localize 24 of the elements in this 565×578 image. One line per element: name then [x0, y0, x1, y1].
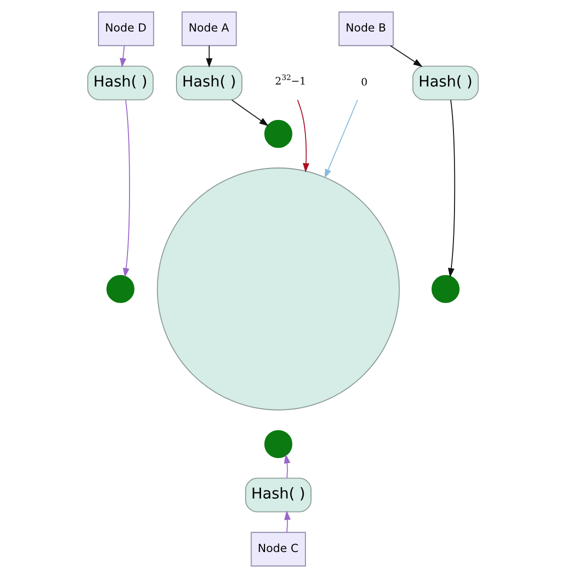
arrow: [283, 454, 290, 478]
node-circle: [431, 274, 460, 304]
arrow: [230, 100, 268, 126]
arrow: [284, 510, 290, 533]
node-circle: [264, 120, 292, 148]
arrow: [324, 99, 358, 178]
node-box: Node A: [181, 12, 236, 46]
arrow: [122, 99, 130, 278]
node-box: Node D: [98, 12, 154, 46]
node-box: Node B: [338, 12, 394, 46]
node-box: Hash( ): [176, 66, 242, 100]
arrow: [205, 45, 212, 68]
node-box: Hash( ): [412, 66, 478, 100]
node-box: Hash( ): [86, 66, 154, 100]
node-text: 2$^{32}$−1: [274, 73, 306, 88]
node-circle: [106, 274, 134, 304]
arrow: [119, 45, 126, 68]
node-text: 0: [360, 76, 368, 89]
arrow: [448, 99, 455, 278]
arrow: [296, 99, 309, 173]
node-circle: [264, 430, 292, 458]
node-box: Hash( ): [244, 478, 311, 512]
arrow: [389, 45, 422, 67]
node-box: Node C: [250, 532, 306, 566]
